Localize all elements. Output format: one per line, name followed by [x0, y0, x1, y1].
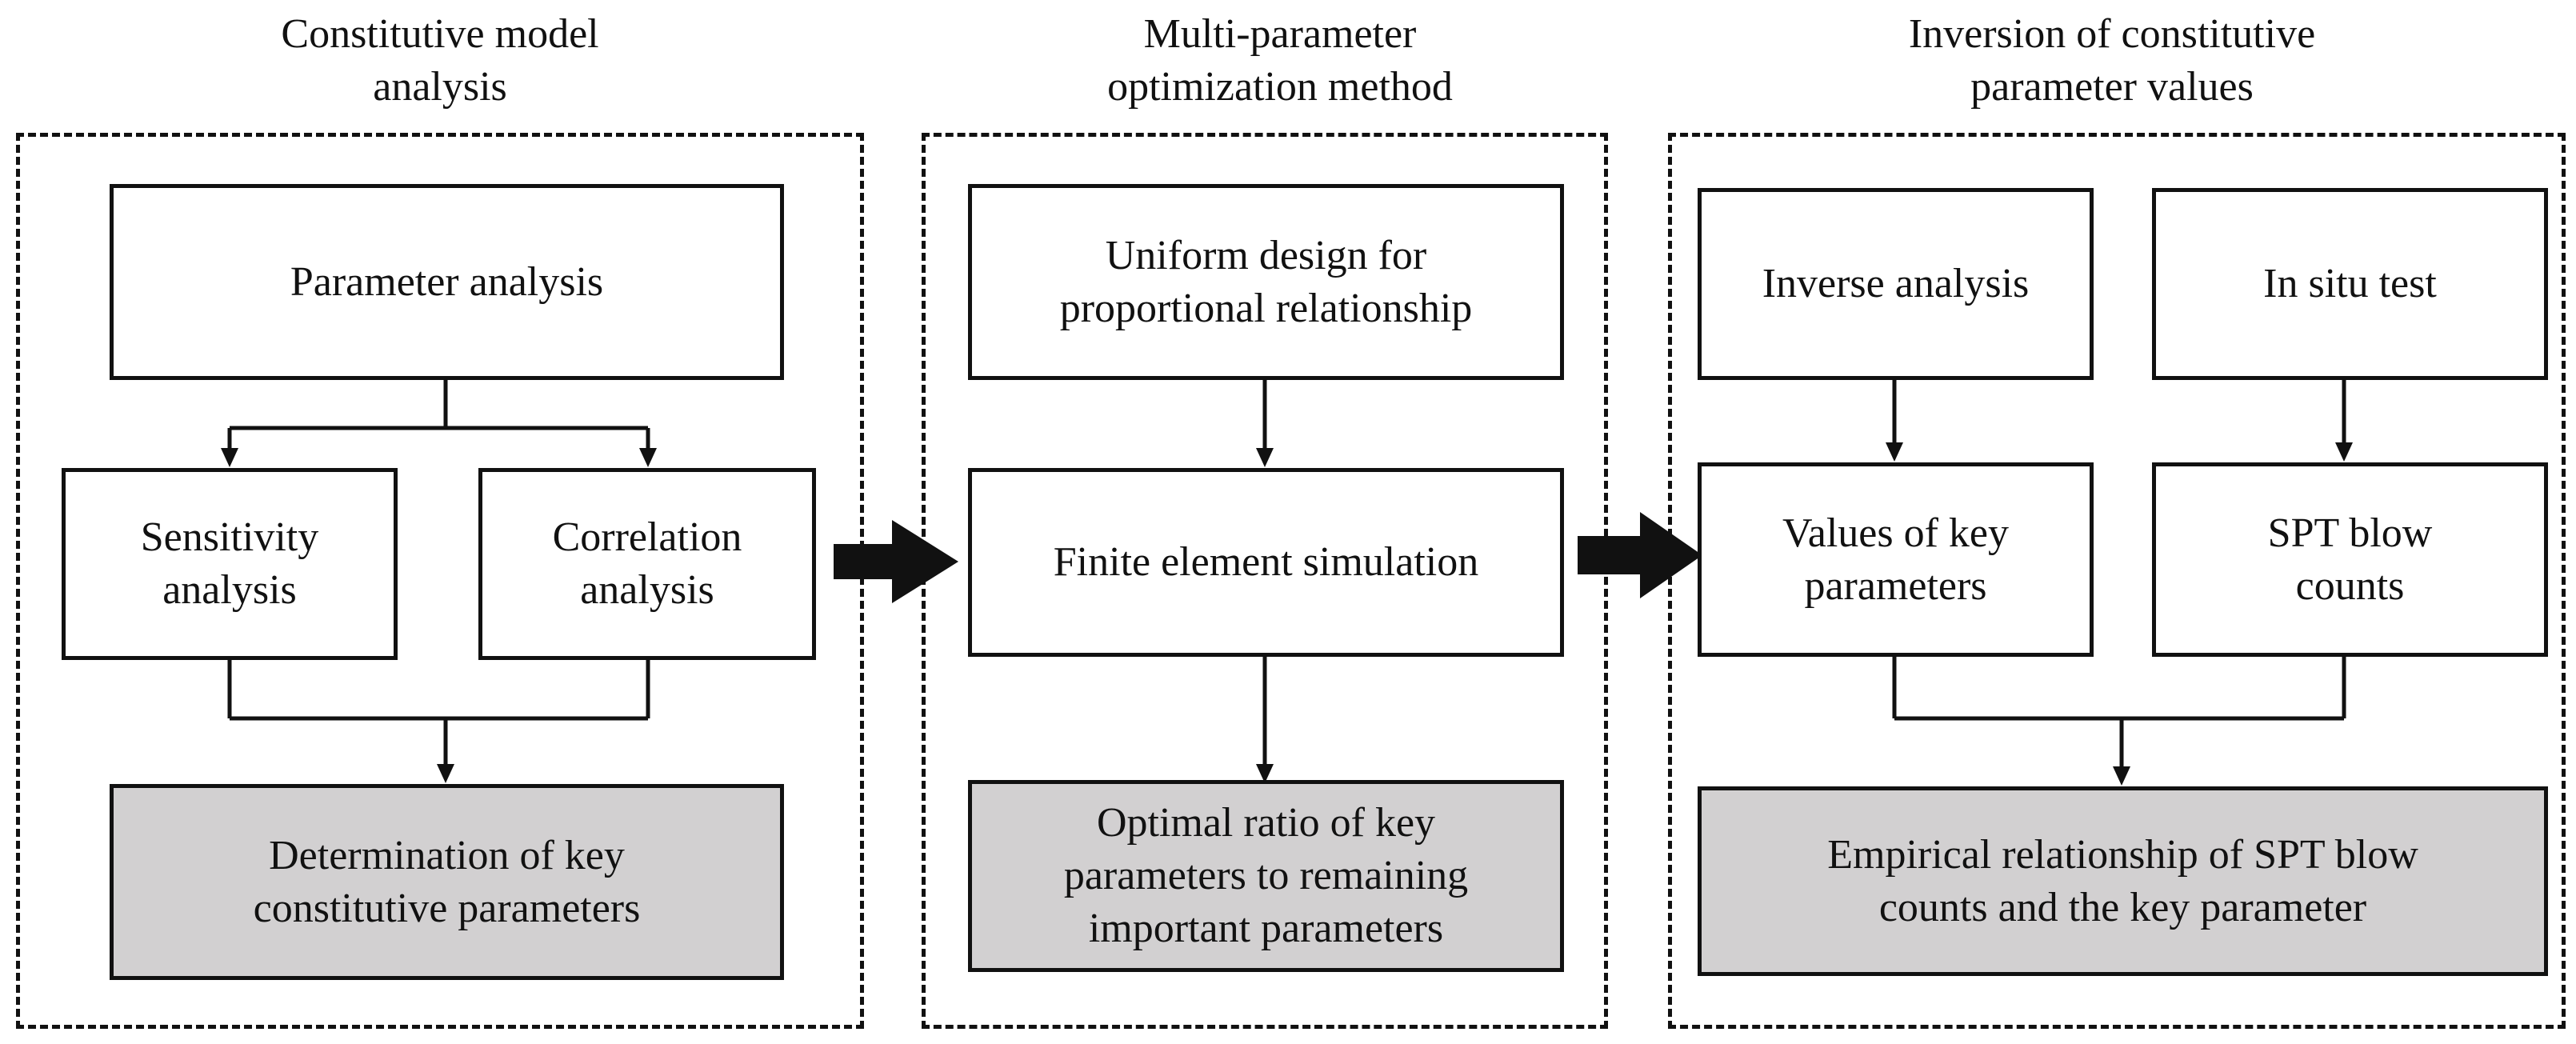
- finite-element-simulation-box: Finite element simulation: [968, 468, 1564, 657]
- in-situ-test-box: In situ test: [2152, 188, 2548, 380]
- arrowhead-empirical: [2113, 766, 2130, 786]
- right-panel: [1668, 133, 2566, 1029]
- arrowhead-optimal-ratio: [1256, 764, 1274, 783]
- values-of-key-parameters-box: Values of key parameters: [1698, 462, 2094, 657]
- arrowhead-values-key: [1886, 442, 1903, 462]
- determination-key-parameters-box: Determination of key constitutive parame…: [110, 784, 784, 980]
- uniform-design-box: Uniform design for proportional relation…: [968, 184, 1564, 380]
- inverse-analysis-box: Inverse analysis: [1698, 188, 2094, 380]
- arrowhead-determination: [437, 764, 454, 783]
- arrowhead-fem: [1256, 448, 1274, 467]
- arrowhead-spt-counts: [2335, 442, 2353, 462]
- empirical-relationship-box: Empirical relationship of SPT blow count…: [1698, 786, 2548, 976]
- block-arrow-left-to-middle: [834, 520, 958, 603]
- spt-blow-counts-box: SPT blow counts: [2152, 462, 2548, 657]
- arrowhead-correlation: [639, 448, 657, 467]
- right-panel-title: Inversion of constitutive parameter valu…: [1908, 11, 2316, 110]
- parameter-analysis-box: Parameter analysis: [110, 184, 784, 380]
- arrowhead-sensitivity: [221, 448, 238, 467]
- optimal-ratio-box: Optimal ratio of key parameters to remai…: [968, 780, 1564, 972]
- middle-panel-title: Multi-parameter optimization method: [1107, 11, 1453, 110]
- correlation-analysis-box: Correlation analysis: [478, 468, 816, 660]
- sensitivity-analysis-box: Sensitivity analysis: [62, 468, 398, 660]
- block-arrow-middle-to-right: [1578, 512, 1702, 598]
- left-panel-title: Constitutive model analysis: [281, 11, 599, 110]
- left-panel: [16, 133, 864, 1029]
